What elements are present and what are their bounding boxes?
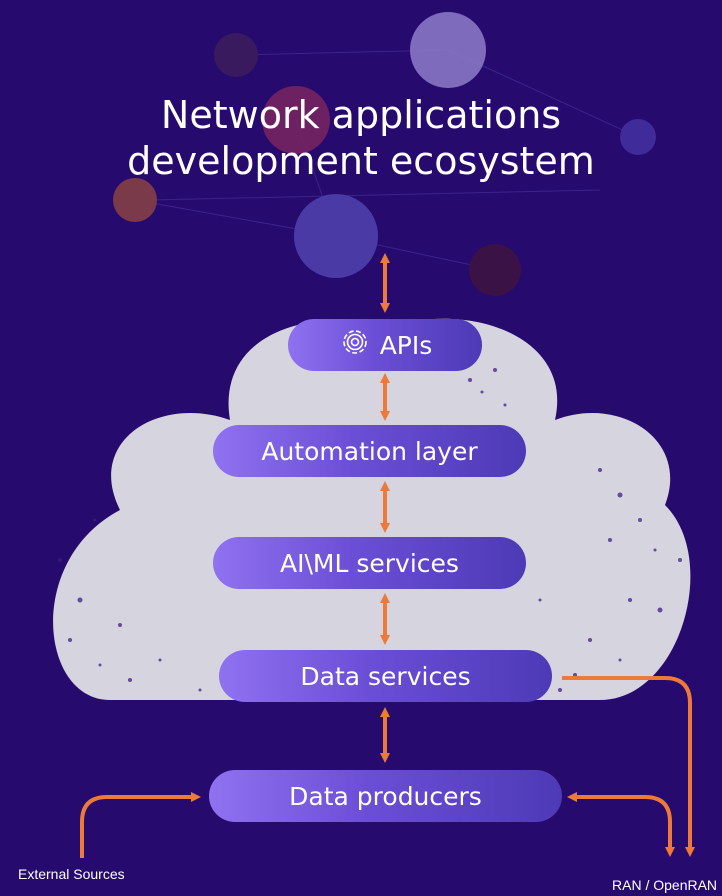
background-bubble	[214, 33, 258, 77]
title-line-2: development ecosystem	[127, 139, 595, 183]
aiml-services-layer: AI\ML services	[213, 537, 526, 589]
data-producers-label: Data producers	[289, 781, 482, 811]
background-bubble	[262, 86, 330, 154]
ran-openran-label: RAN / OpenRAN	[612, 877, 718, 893]
cloud-speckles	[58, 368, 682, 692]
arrow-external-producers	[80, 792, 201, 858]
apis-label: APIs	[379, 330, 433, 360]
page-title: Network applications development ecosyst…	[0, 92, 722, 184]
background-bubble	[469, 244, 521, 296]
external-sources-label: External Sources	[18, 866, 125, 882]
gear-icon	[338, 325, 372, 365]
automation-label: Automation layer	[261, 436, 478, 466]
connector-arrows	[80, 253, 695, 858]
background-bubble	[294, 194, 378, 278]
cloud-shape	[53, 318, 691, 700]
arrow-ran-producers	[567, 792, 675, 857]
data-producers-layer: Data producers	[209, 770, 562, 822]
data-services-layer: Data services	[219, 650, 552, 702]
apis-layer: APIs	[288, 319, 482, 371]
data-services-label: Data services	[300, 661, 471, 691]
aiml-label: AI\ML services	[280, 548, 459, 578]
title-line-1: Network applications	[160, 93, 562, 137]
background-bubble	[410, 12, 486, 88]
automation-layer: Automation layer	[213, 425, 526, 477]
background-bubble	[113, 178, 157, 222]
arrow-dataservices-ran	[562, 676, 695, 857]
background-bubble	[620, 119, 656, 155]
